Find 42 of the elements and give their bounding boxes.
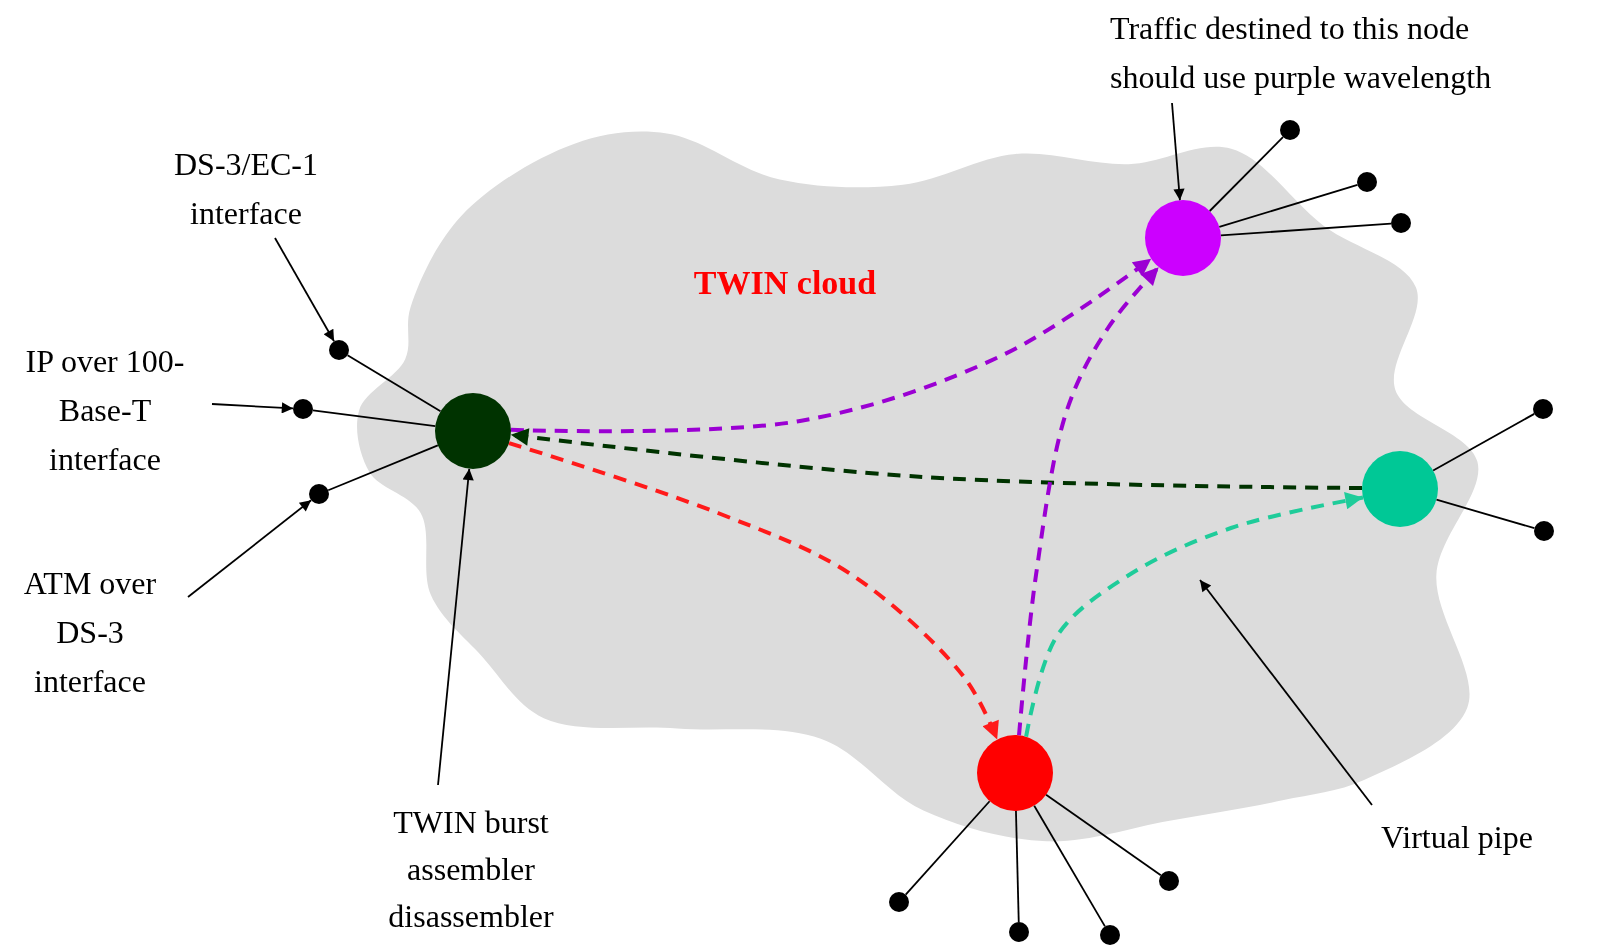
terminal-dot (1100, 925, 1120, 945)
terminal-dot (1533, 399, 1553, 419)
connector-line (904, 800, 991, 896)
terminal-dot (1391, 213, 1411, 233)
callout-text: Virtual pipe (1380, 818, 1534, 857)
cloud-label: TWIN cloud (692, 263, 878, 303)
connector-line (312, 409, 437, 427)
connector-line (1208, 136, 1284, 212)
callout-text: DS-3/EC-1 interface (173, 145, 319, 233)
connector-line (1432, 413, 1536, 472)
callout-text: Traffic destined to this node should use purple wavelength (1110, 9, 1493, 97)
terminal-dot (1159, 871, 1179, 891)
connector-line (1218, 184, 1359, 228)
callout-text: IP over 100-Base-T interface (24, 342, 186, 479)
connector-line (1015, 810, 1020, 923)
connector-line (1033, 804, 1106, 928)
callout-text: ATM over DS-3 interface (22, 564, 158, 701)
leader-arrow (1199, 579, 1373, 806)
terminal-dot (309, 484, 329, 504)
connector-line (1435, 498, 1536, 530)
terminal-dot (1009, 922, 1029, 942)
connector-line (1220, 222, 1392, 237)
connector-line (1045, 793, 1162, 877)
dashed-arrow (1017, 265, 1161, 736)
dashed-arrow (1024, 492, 1364, 738)
dashed-arrow (508, 441, 999, 741)
callout-text: TWIN burst assembler disassembler (387, 803, 555, 936)
terminal-dot (889, 892, 909, 912)
connector-line (327, 444, 439, 492)
leader-arrow (187, 499, 313, 598)
dashed-arrow (510, 257, 1153, 434)
leader-arrow (1171, 102, 1185, 202)
terminal-dot (1280, 120, 1300, 140)
terminal-dot (1534, 521, 1554, 541)
terminal-dot (1357, 172, 1377, 192)
terminal-dot (329, 340, 349, 360)
connector-line (346, 354, 442, 413)
dashed-arrow (510, 428, 1363, 491)
leader-arrow (274, 237, 335, 343)
leader-arrow (437, 467, 474, 786)
terminal-dot (293, 399, 313, 419)
leader-arrow (211, 402, 294, 414)
